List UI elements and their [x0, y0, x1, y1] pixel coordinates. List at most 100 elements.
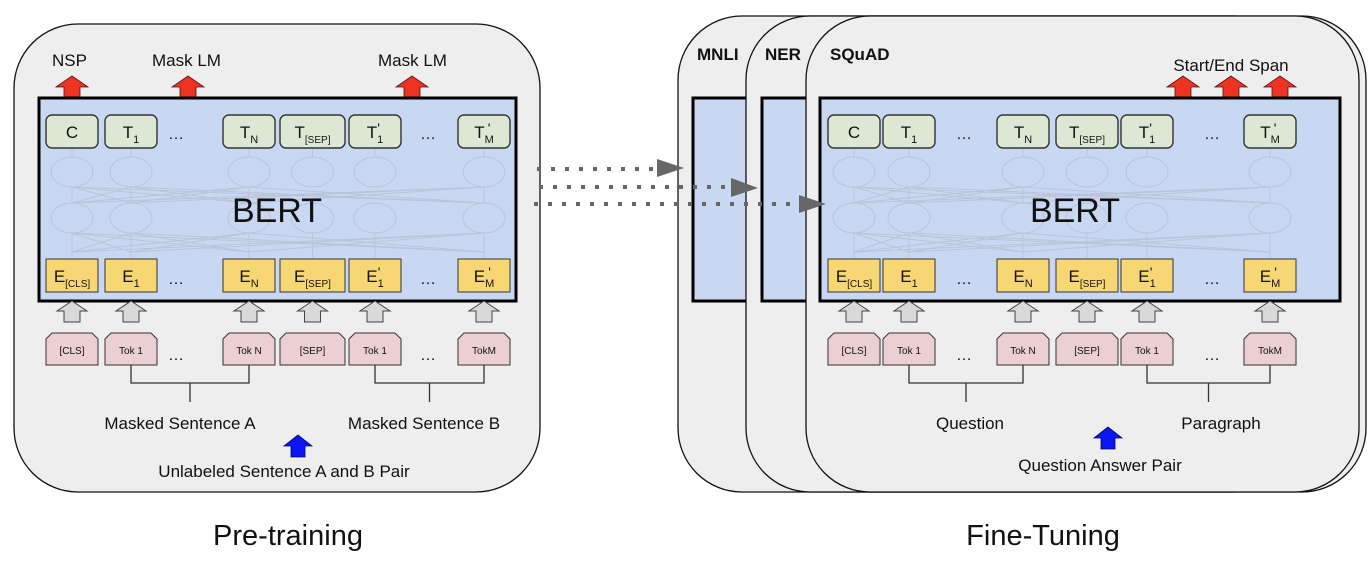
box-label-prime: '	[488, 120, 491, 136]
box-label-subscript: [SEP]	[1080, 279, 1106, 290]
embedding-box: EM'	[1243, 258, 1297, 293]
output-token-box: T1	[882, 114, 936, 149]
output-token-box: T1'	[348, 114, 402, 149]
input-token-label: Tok 1	[363, 346, 387, 357]
input-token-label: Tok 1	[119, 346, 143, 357]
network-edge	[1022, 232, 1271, 253]
embedding-box: EN	[222, 258, 276, 293]
output-token-box: TN	[222, 114, 276, 149]
input-token-box-bg	[45, 332, 99, 366]
qa-input-arrow-icon	[1092, 426, 1124, 450]
box-label-prime: '	[488, 264, 491, 280]
output-token-box: TM'	[457, 114, 511, 149]
input-token-label: Tok 1	[897, 346, 921, 357]
network-edge	[908, 186, 1271, 204]
box-label-prime: '	[1150, 264, 1153, 280]
segment-brace	[130, 365, 250, 402]
ellipsis-embedding: …	[168, 271, 184, 288]
network-edge	[71, 232, 250, 253]
box-label-prime: '	[378, 264, 381, 280]
box-label-main: E	[900, 267, 911, 286]
output-token-box: TM'	[1243, 114, 1297, 149]
output-token-box: T[SEP]	[279, 114, 346, 149]
ellipsis-token: …	[168, 347, 184, 364]
output-token-box-bg	[45, 114, 99, 149]
input-token-box-bg	[222, 332, 276, 366]
box-label-main: E	[366, 267, 377, 286]
box-label: E[CLS]	[54, 267, 91, 290]
pretraining-caption: Pre-training	[213, 520, 363, 552]
input-token-box-bg	[1120, 332, 1174, 366]
embedding-input-arrow-icon	[295, 300, 330, 323]
box-label: TN	[240, 123, 258, 146]
nsp-label: NSP	[52, 51, 87, 70]
pretraining-input-tokens: [CLS]Tok 1…Tok N[SEP]Tok 1…TokM	[45, 332, 511, 366]
box-label-subscript: [CLS]	[65, 279, 90, 290]
network-edge	[853, 232, 910, 253]
embedding-box: E1'	[348, 258, 402, 293]
input-token-box: Tok 1	[104, 332, 158, 366]
box-label: E1	[900, 267, 917, 290]
embedding-box: EN	[996, 258, 1050, 293]
embedding-input-arrow-icon	[55, 300, 89, 323]
output-token-box: C	[45, 114, 99, 149]
box-label: E1'	[366, 264, 383, 290]
task-label-mnli: MNLI	[697, 45, 739, 64]
input-token-box-bg	[1055, 332, 1119, 366]
input-token-box: [CLS]	[827, 332, 881, 366]
embedding-input-arrow-icon	[837, 300, 871, 323]
input-token-box-bg	[104, 332, 158, 366]
start-end-span-label: Start/End Span	[1173, 56, 1288, 75]
box-label: T[SEP]	[295, 123, 331, 146]
box-label-subscript: N	[1024, 134, 1032, 146]
input-token-label: TokM	[1258, 346, 1282, 357]
embedding-box-bg	[104, 258, 158, 293]
embedding-box: E[SEP]	[279, 258, 346, 293]
mask-lm-label-2: Mask LM	[378, 51, 447, 70]
box-label-main: T	[295, 123, 305, 142]
box-label-prime: '	[377, 120, 380, 136]
input-token-box: TokM	[1243, 332, 1297, 366]
embedding-input-arrow-icon	[1070, 300, 1104, 323]
ellipsis-output: …	[956, 126, 972, 143]
input-token-box-bg	[996, 332, 1050, 366]
box-label-subscript: N	[250, 134, 258, 146]
output-token-box-bg	[1055, 114, 1119, 149]
embedding-box: E1	[882, 258, 936, 293]
input-token-box-bg	[827, 332, 881, 366]
box-label-main: E	[1138, 267, 1149, 286]
transfer-arrows	[534, 159, 826, 213]
embedding-box-bg	[1243, 258, 1297, 293]
network-edge	[71, 232, 132, 253]
embedding-input-arrow-icon	[892, 300, 926, 323]
ellipsis-output: …	[1204, 126, 1220, 143]
box-label: TM'	[1260, 120, 1280, 146]
box-label-main: E	[239, 267, 250, 286]
input-token-box: Tok 1	[882, 332, 936, 366]
output-token-box-bg	[222, 114, 276, 149]
box-label-main: E	[836, 267, 847, 286]
box-label: E1	[122, 267, 139, 290]
output-token-box-bg	[457, 114, 511, 149]
network-edge	[71, 232, 485, 253]
input-token-label: Tok N	[1010, 346, 1036, 357]
transfer-arrow-ner-head	[731, 178, 758, 197]
segment-brace	[908, 365, 1024, 402]
network-edge	[71, 186, 250, 204]
box-label-prime: '	[1274, 120, 1277, 136]
embedding-box: E1'	[1120, 258, 1174, 293]
box-label-prime: '	[1274, 264, 1277, 280]
segment-brace	[374, 365, 485, 402]
network-edge	[853, 232, 1024, 253]
network-edge	[1022, 186, 1271, 204]
input-token-label: Tok N	[236, 346, 262, 357]
output-token-box-bg	[882, 114, 936, 149]
input-token-label: [CLS]	[841, 346, 866, 357]
box-label-subscript: 1	[1150, 278, 1156, 290]
output-token-box: TN	[996, 114, 1050, 149]
box-label-subscript: 1	[912, 278, 918, 290]
